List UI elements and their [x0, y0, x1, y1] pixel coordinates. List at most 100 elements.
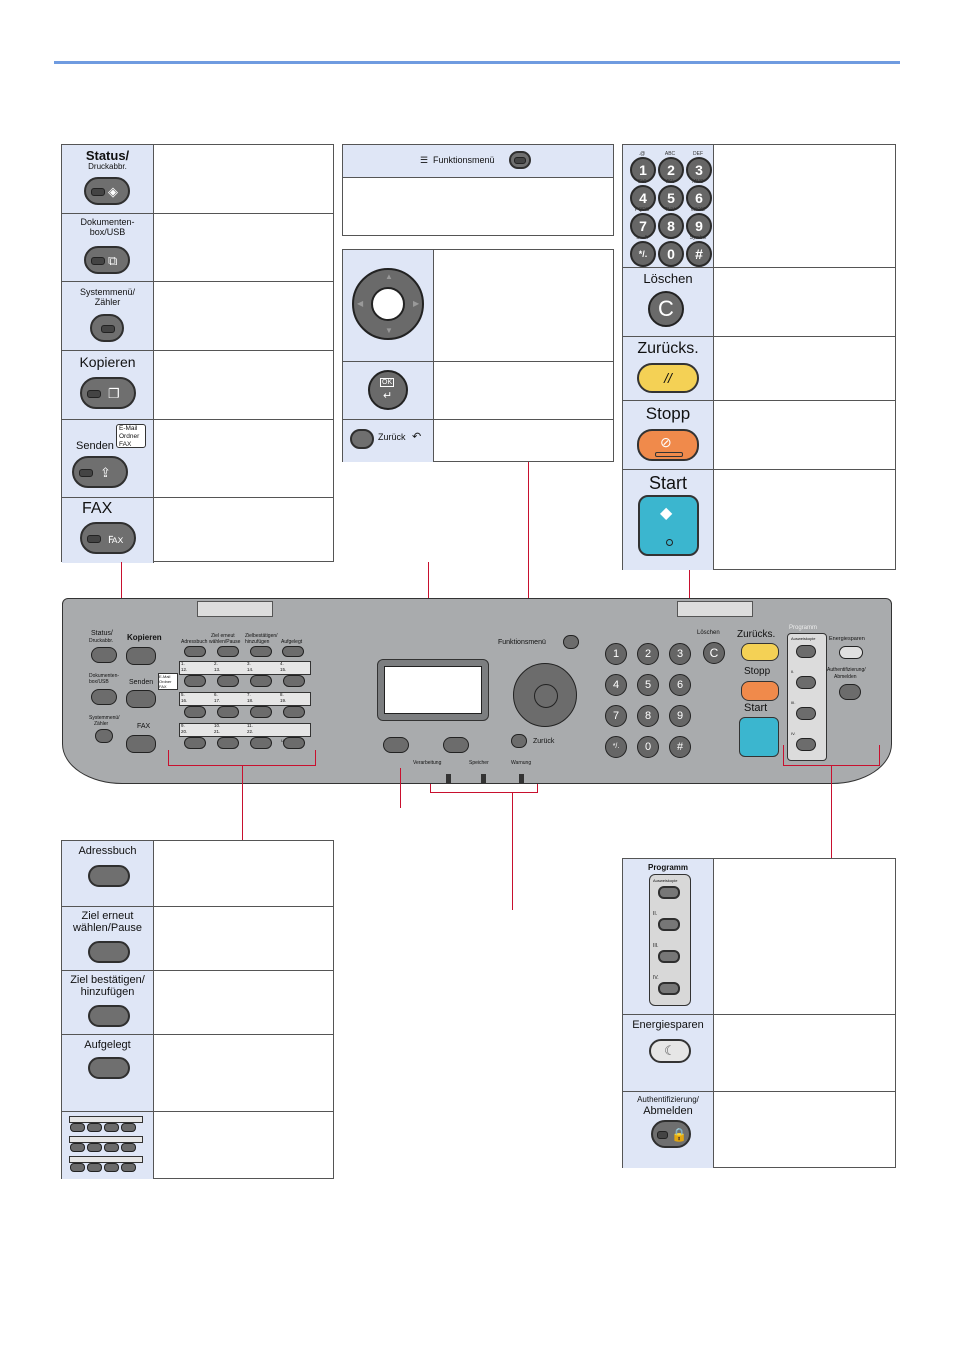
p-keypad-key-0[interactable]: 0	[637, 736, 659, 758]
dokbox-button[interactable]: ⧉	[84, 246, 130, 274]
program-4-button[interactable]	[658, 982, 680, 995]
mini-onetouch-key	[104, 1123, 119, 1132]
p-auth-button[interactable]	[839, 684, 861, 700]
p-funktionsmenu-button[interactable]	[563, 635, 579, 649]
loeschen-button[interactable]: C	[648, 291, 684, 327]
arrow-left-icon[interactable]: ◀	[357, 299, 364, 308]
p-ok-button[interactable]	[534, 684, 558, 708]
keypad-key-3[interactable]: 3	[686, 157, 712, 183]
p-funktionsmenu-label: Funktionsmenü	[498, 639, 546, 646]
p-keypad-key-5[interactable]: 5	[637, 674, 659, 696]
p-keypad-key-2[interactable]: 2	[637, 643, 659, 665]
p-zielerneut-button[interactable]	[217, 646, 239, 657]
keypad-key-2[interactable]: 2	[658, 157, 684, 183]
sysmenu-button[interactable]	[90, 314, 124, 342]
p-loeschen-button[interactable]: C	[703, 642, 725, 664]
p-start-button[interactable]	[739, 717, 779, 757]
stopp-button[interactable]: ⊘	[637, 429, 699, 461]
p-dokbox-button[interactable]	[91, 689, 117, 705]
p-zurueck-button[interactable]	[511, 734, 527, 748]
p-keypad-key-4[interactable]: 4	[605, 674, 627, 696]
program-3-button[interactable]	[658, 950, 680, 963]
arrow-key-ring[interactable]: ▲ ▼ ◀ ▶	[352, 268, 424, 340]
arrow-down-icon[interactable]: ▼	[385, 326, 393, 335]
keypad-key-9[interactable]: 9	[686, 213, 712, 239]
p-onetouch-key[interactable]	[283, 675, 305, 687]
p-onetouch-key[interactable]	[250, 737, 272, 749]
keypad-key-8[interactable]: 8	[658, 213, 684, 239]
zuruecks-button[interactable]: //	[637, 363, 699, 393]
p-program-3-button[interactable]	[796, 707, 816, 720]
p-zielbest-button[interactable]	[250, 646, 272, 657]
zurueck-button[interactable]	[350, 429, 374, 449]
p-keypad-key-8[interactable]: 8	[637, 705, 659, 727]
p-onetouch-key[interactable]	[184, 675, 206, 687]
ok-button[interactable]: OK ↵	[368, 370, 408, 410]
p-onetouch-key[interactable]	[283, 737, 305, 749]
p-keypad-key-3[interactable]: 3	[669, 643, 691, 665]
keypad-key-#[interactable]: #	[686, 241, 712, 267]
p-program-4-button[interactable]	[796, 738, 816, 751]
function-menu-button[interactable]	[509, 151, 531, 169]
p-arrow-ring[interactable]	[513, 663, 577, 727]
auth-button[interactable]: 🔒	[651, 1120, 691, 1148]
p-keypad-key-7[interactable]: 7	[605, 705, 627, 727]
keypad-key-*/.[interactable]: */.	[630, 241, 656, 267]
p-onetouch-number-shift: 12.	[181, 667, 188, 672]
program-1-button[interactable]	[658, 886, 680, 899]
zielbest-button[interactable]	[88, 1005, 130, 1027]
aufgelegt-button[interactable]	[88, 1057, 130, 1079]
p-zielbest-sublabel: hinzufügen	[245, 639, 270, 645]
p-keypad-key-#[interactable]: #	[669, 736, 691, 758]
p-onetouch-key[interactable]	[283, 706, 305, 718]
p-onetouch-key[interactable]	[250, 675, 272, 687]
zielerneut-button[interactable]	[88, 941, 130, 963]
p-onetouch-key[interactable]	[217, 675, 239, 687]
adressbuch-button[interactable]	[88, 865, 130, 887]
p-aufgelegt-button[interactable]	[282, 646, 304, 657]
p-prog-3-label: III.	[791, 700, 796, 705]
p-kopieren-button[interactable]	[126, 647, 156, 665]
p-keypad-key-9[interactable]: 9	[669, 705, 691, 727]
p-zuruecks-button[interactable]	[741, 643, 779, 661]
program-2-button[interactable]	[658, 918, 680, 931]
p-senden-button[interactable]	[126, 690, 156, 708]
arrow-right-icon[interactable]: ▶	[413, 299, 420, 308]
keypad-sublabel: WXYZ	[690, 207, 706, 213]
keypad-key-4[interactable]: 4	[630, 185, 656, 211]
kopieren-button[interactable]: ❐	[80, 377, 136, 409]
p-fax-button[interactable]	[126, 735, 156, 753]
p-adressbuch-button[interactable]	[184, 646, 206, 657]
p-program-2-button[interactable]	[796, 676, 816, 689]
kopieren-led	[87, 390, 101, 398]
arrow-up-icon[interactable]: ▲	[385, 272, 393, 281]
start-button[interactable]: ◆	[638, 495, 699, 556]
p-energiesparen-button[interactable]	[839, 646, 863, 659]
keypad-key-7[interactable]: 7	[630, 213, 656, 239]
p-sysmenu-button[interactable]	[95, 729, 113, 743]
p-onetouch-key[interactable]	[184, 737, 206, 749]
keypad-key-5[interactable]: 5	[658, 185, 684, 211]
keypad-key-6[interactable]: 6	[686, 185, 712, 211]
p-program-1-button[interactable]	[796, 645, 816, 658]
p-stopp-button[interactable]	[741, 681, 779, 701]
p-onetouch-key[interactable]	[217, 706, 239, 718]
keypad-sublabel: JKL	[665, 179, 675, 185]
p-onetouch-key[interactable]	[184, 706, 206, 718]
keypad-key-1[interactable]: 1	[630, 157, 656, 183]
p-left-select-button[interactable]	[383, 737, 409, 753]
p-keypad-key-*/.[interactable]: */.	[605, 736, 627, 758]
p-keypad-key-1[interactable]: 1	[605, 643, 627, 665]
p-keypad-key-6[interactable]: 6	[669, 674, 691, 696]
onetouch-row	[62, 1112, 333, 1179]
program-box: Programm Ausweiskopie II. III. IV. Energ…	[622, 858, 896, 1168]
status-button[interactable]: ◈	[84, 177, 130, 205]
p-onetouch-key[interactable]	[250, 706, 272, 718]
p-right-select-button[interactable]	[443, 737, 469, 753]
fax-button[interactable]: ℻	[80, 522, 136, 554]
keypad-key-0[interactable]: 0	[658, 241, 684, 267]
p-onetouch-key[interactable]	[217, 737, 239, 749]
p-status-button[interactable]	[91, 647, 117, 663]
senden-button[interactable]: ⇪	[72, 456, 128, 488]
energiesparen-button[interactable]: ☾	[649, 1039, 691, 1063]
